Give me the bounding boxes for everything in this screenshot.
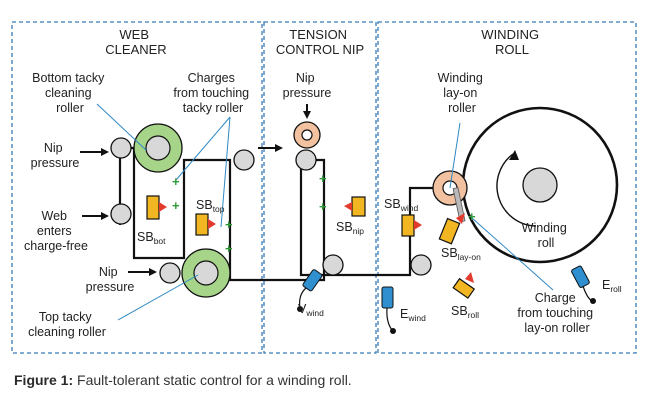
winding-roll-label: Winding roll [522, 221, 571, 250]
nip-pressure-label: Nip pressure [31, 141, 80, 170]
static-bar-layon [438, 213, 465, 245]
static-bar-top [195, 213, 216, 236]
idler-roller [233, 149, 255, 171]
sensor-v-wind [297, 269, 323, 312]
sb-roll-label: SBroll [451, 304, 479, 320]
e-wind-label: Ewind [400, 307, 426, 323]
web-path [118, 146, 437, 282]
web-enters-label: Web enters charge-free [24, 209, 88, 253]
bottom-tacky-roller [133, 123, 183, 173]
rollers [110, 137, 432, 284]
e-roll-label: Eroll [602, 278, 622, 294]
idler-roller [410, 254, 432, 276]
charge-plus: + [172, 174, 180, 189]
idler-roller [295, 149, 317, 171]
sb-wind-label: SBwind [384, 197, 418, 213]
charge-plus: + [319, 199, 327, 214]
section-title-web-cleaner: WEB CLEANER [105, 27, 166, 57]
charge-plus: + [468, 209, 476, 224]
tension-nip-roller [293, 121, 321, 149]
sb-layon-label: SBlay-on [441, 246, 481, 262]
idler-roller [159, 262, 181, 284]
figure-caption: Figure 1: Fault-tolerant static control … [14, 372, 352, 388]
charge-markers: + + + + + + + [172, 171, 476, 256]
sensor-e-roll [571, 265, 596, 304]
tension-control-frame [263, 21, 377, 354]
bottom-tacky-roller-label: Bottom tacky cleaning roller [32, 71, 108, 115]
static-bar-roll [452, 272, 476, 299]
web-cleaner-frame [11, 21, 263, 354]
charge-plus: + [225, 241, 233, 256]
section-title-tension-control: TENSION CONTROL NIP [276, 27, 364, 57]
sb-top-label: SBtop [196, 198, 225, 214]
leader-lines [96, 103, 554, 321]
caption-text: Fault-tolerant static control for a wind… [73, 372, 352, 388]
charge-plus: + [319, 171, 327, 186]
static-bar-wind [401, 214, 422, 237]
winding-roll-frame [377, 21, 637, 354]
nip-pressure-label: Nip pressure [283, 71, 332, 100]
charge-plus: + [225, 217, 233, 232]
section-title-winding-roll: WINDING ROLL [481, 27, 542, 57]
idler-roller [322, 254, 344, 276]
idler-roller [110, 203, 132, 225]
static-bar-bot [146, 195, 167, 220]
charges-from-tacky-label: Charges from touching tacky roller [173, 71, 252, 115]
top-tacky-roller-label: Top tacky cleaning roller [28, 310, 106, 339]
static-bar-nip [344, 196, 366, 217]
sb-nip-label: SBnip [336, 220, 364, 236]
top-tacky-roller [181, 248, 231, 298]
nip-pressure-arrows [80, 104, 311, 276]
caption-label: Figure 1: [14, 372, 74, 388]
sb-bot-label: SBbot [137, 230, 166, 246]
rotation-arrow [496, 153, 537, 227]
charge-plus: + [172, 198, 180, 213]
v-wind-label: Vwind [298, 302, 324, 318]
section-frames [11, 21, 637, 354]
nip-pressure-label: Nip pressure [86, 265, 135, 294]
static-bars [146, 195, 476, 299]
idler-roller [110, 137, 132, 159]
sensors [297, 265, 596, 334]
layon-roller-label: Winding lay-on roller [438, 71, 487, 115]
charge-from-layon-label: Charge from touching lay-on roller [517, 291, 596, 335]
sensor-e-wind [381, 286, 396, 334]
